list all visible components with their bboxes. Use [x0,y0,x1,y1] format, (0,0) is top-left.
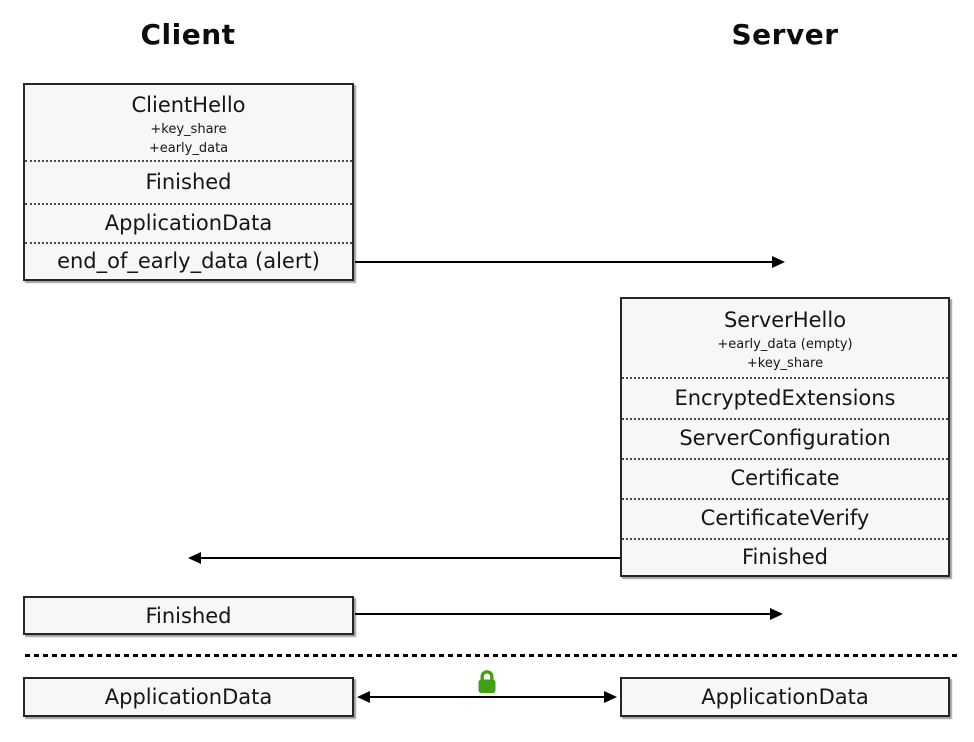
row-clienthello: ClientHello +key_share +early_data [25,85,352,160]
arrowhead-right-icon [604,691,617,703]
arrow-client-finished-line [355,613,771,615]
row-client-finished-1: Finished [25,160,352,203]
client-finished-box: Finished [23,596,354,635]
clienthello-label: ClientHello [131,92,246,117]
row-certificate-verify: CertificateVerify [622,498,948,538]
row-client-appdata-1: ApplicationData [25,203,352,242]
arrowhead-right-icon [770,608,783,620]
row-end-of-early-data: end_of_early_data (alert) [25,242,352,279]
row-server-configuration: ServerConfiguration [622,418,948,458]
client-appdata-box: ApplicationData [23,677,354,717]
server-appdata-box: ApplicationData [620,677,950,717]
row-encrypted-extensions: EncryptedExtensions [622,377,948,418]
serverhello-ext-key-share: +key_share [746,356,824,371]
serverhello-ext-early-data: +early_data (empty) [717,337,853,352]
row-certificate: Certificate [622,458,948,498]
arrow-client-flight-line [355,261,774,263]
arrowhead-left-icon [357,691,370,703]
arrow-appdata-line [370,696,604,698]
server-title: Server [731,18,839,51]
client-flight-box: ClientHello +key_share +early_data Finis… [23,83,354,281]
client-title: Client [140,18,236,51]
lock-icon [475,668,499,699]
server-flight-box: ServerHello +early_data (empty) +key_sha… [620,297,950,577]
clienthello-ext-early-data: +early_data [148,140,229,156]
row-serverhello: ServerHello +early_data (empty) +key_sha… [622,299,948,377]
serverhello-label: ServerHello [723,308,847,332]
row-server-finished: Finished [622,538,948,575]
arrow-server-flight-line [201,557,620,559]
arrowhead-left-icon [188,552,201,564]
clienthello-ext-key-share: +key_share [150,121,227,137]
arrowhead-right-icon [772,256,785,268]
handshake-complete-divider [25,654,958,657]
